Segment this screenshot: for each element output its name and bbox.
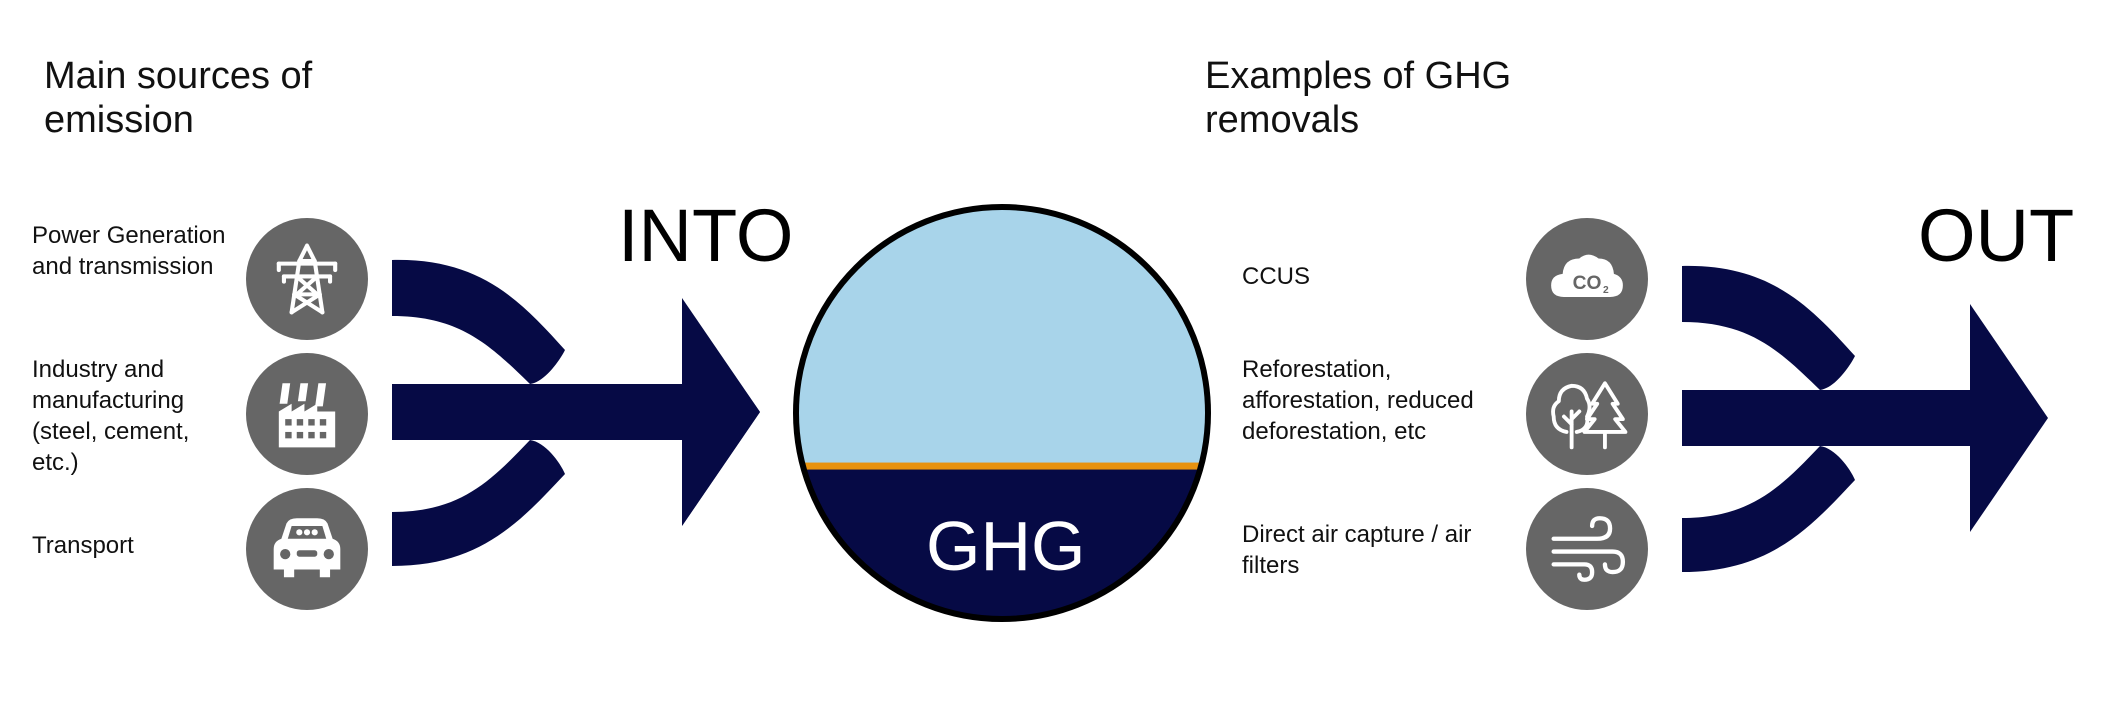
wind-icon [1526, 488, 1648, 610]
source-label-power: Power Generation and transmission [32, 222, 226, 280]
fill-level-line [796, 462, 1208, 470]
co2-cloud-icon: CO 2 [1526, 218, 1648, 340]
left-heading: Main sources of emission [44, 55, 313, 141]
out-arrow [1682, 265, 2048, 572]
out-arrow-top-branch [1682, 265, 1855, 390]
removal-label-reforestation: Reforestation, afforestation, reduced de… [1242, 356, 1474, 445]
into-arrow-top-branch [392, 259, 565, 384]
source-label-transport: Transport [32, 532, 134, 559]
ghg-label: GHG [926, 507, 1086, 585]
factory-icon [246, 353, 368, 475]
out-arrow-bottom-branch [1682, 446, 1855, 572]
into-arrowhead [682, 298, 760, 526]
into-label: INTO [618, 194, 794, 277]
svg-text:CO: CO [1573, 273, 1602, 294]
trees-icon [1526, 353, 1648, 475]
into-arrow [392, 259, 760, 566]
ghg-reservoir [793, 204, 1211, 622]
into-arrow-trunk [520, 300, 760, 526]
transmission-tower-icon [246, 218, 368, 340]
removal-label-direct-air-capture: Direct air capture / air filters [1242, 521, 1472, 579]
out-arrowhead [1970, 304, 2048, 532]
right-heading: Examples of GHG removals [1205, 55, 1512, 141]
source-label-industry: Industry and manufacturing (steel, cemen… [32, 356, 190, 476]
removal-label-ccus: CCUS [1242, 263, 1311, 290]
reservoir-outline [793, 204, 1211, 622]
into-arrow-bottom-branch [392, 440, 565, 566]
car-icon [246, 488, 368, 610]
svg-text:2: 2 [1603, 285, 1609, 296]
out-arrow-trunk [1810, 390, 1980, 446]
out-label: OUT [1918, 194, 2075, 277]
